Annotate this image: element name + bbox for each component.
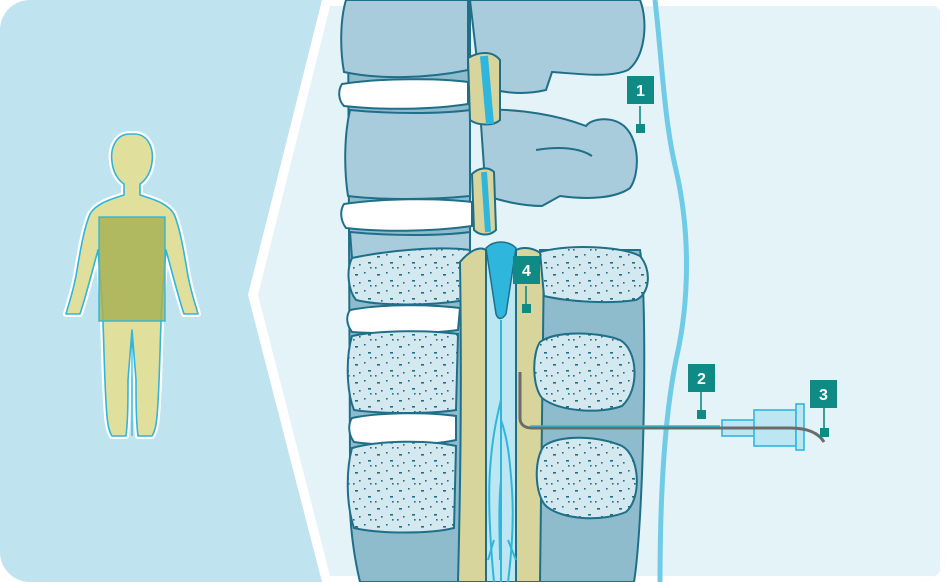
callout-3: 3 — [810, 380, 837, 408]
vertebra-lower-1 — [349, 248, 470, 304]
spinal-canal — [458, 249, 486, 582]
marker-3 — [820, 428, 829, 437]
marker-4 — [522, 304, 531, 313]
disc-upper-1 — [339, 79, 468, 109]
vertebra-upper-2 — [345, 110, 470, 199]
marker-1 — [636, 124, 645, 133]
body-highlight-region — [99, 217, 165, 321]
vertebra-lower-2 — [348, 331, 458, 413]
callout-4-label: 4 — [522, 263, 531, 280]
disc-upper-2 — [341, 199, 472, 231]
vertebra-upper-1 — [341, 0, 468, 77]
callout-4: 4 — [513, 256, 540, 284]
vertebra-posterior-3 — [537, 438, 637, 519]
callout-2: 2 — [688, 364, 715, 392]
callout-1: 1 — [627, 76, 654, 104]
marker-2 — [697, 410, 706, 419]
vertebra-lower-3 — [348, 442, 456, 533]
disc-lower-1 — [347, 305, 460, 333]
vertebra-posterior-1 — [540, 247, 648, 302]
disc-lower-2 — [349, 413, 456, 445]
callout-2-label: 2 — [697, 371, 706, 388]
callout-1-label: 1 — [636, 83, 645, 100]
callout-3-label: 3 — [819, 387, 828, 404]
vertebra-posterior-2 — [534, 334, 634, 411]
spinous-process-middle — [480, 110, 637, 206]
